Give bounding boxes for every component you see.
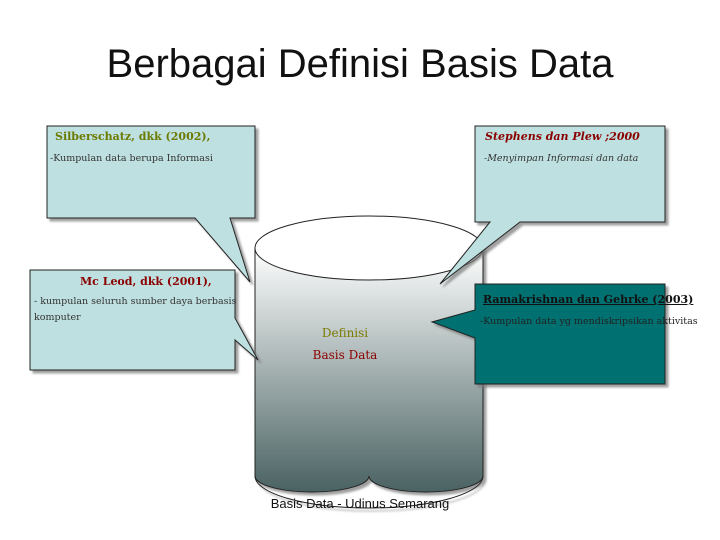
ramakrishnan-author: Ramakrishnan dan Gehrke (2003)	[483, 293, 694, 306]
center-label: Definisi Basis Data	[300, 322, 390, 366]
footer-text: Basis Data - Udinus Semarang	[270, 496, 450, 511]
callout-stephens	[439, 125, 666, 285]
ramakrishnan-text: -Kumpulan data yg mendiskripsikan aktivi…	[480, 316, 698, 327]
stephens-author: Stephens dan Plew ;2000	[485, 130, 640, 143]
slide-title: Berbagai Definisi Basis Data	[106, 42, 614, 86]
mcleod-text-line2: komputer	[34, 312, 81, 323]
silberschatz-author: Silberschatz, dkk (2002),	[55, 130, 211, 143]
callout-mcleod	[29, 269, 259, 371]
center-label-line2: Basis Data	[312, 348, 378, 362]
database-cylinder	[254, 215, 484, 509]
callout-ramakrishnan	[430, 283, 666, 385]
mcleod-text-line1: - kumpulan seluruh sumber daya berbasis	[34, 296, 237, 307]
center-label-line1: Definisi	[321, 326, 369, 340]
silberschatz-text: -Kumpulan data berupa Informasi	[50, 153, 213, 164]
mcleod-author: Mc Leod, dkk (2001),	[80, 275, 212, 288]
callout-silberschatz	[46, 125, 256, 283]
stephens-text: -Menyimpan Informasi dan data	[484, 153, 639, 164]
